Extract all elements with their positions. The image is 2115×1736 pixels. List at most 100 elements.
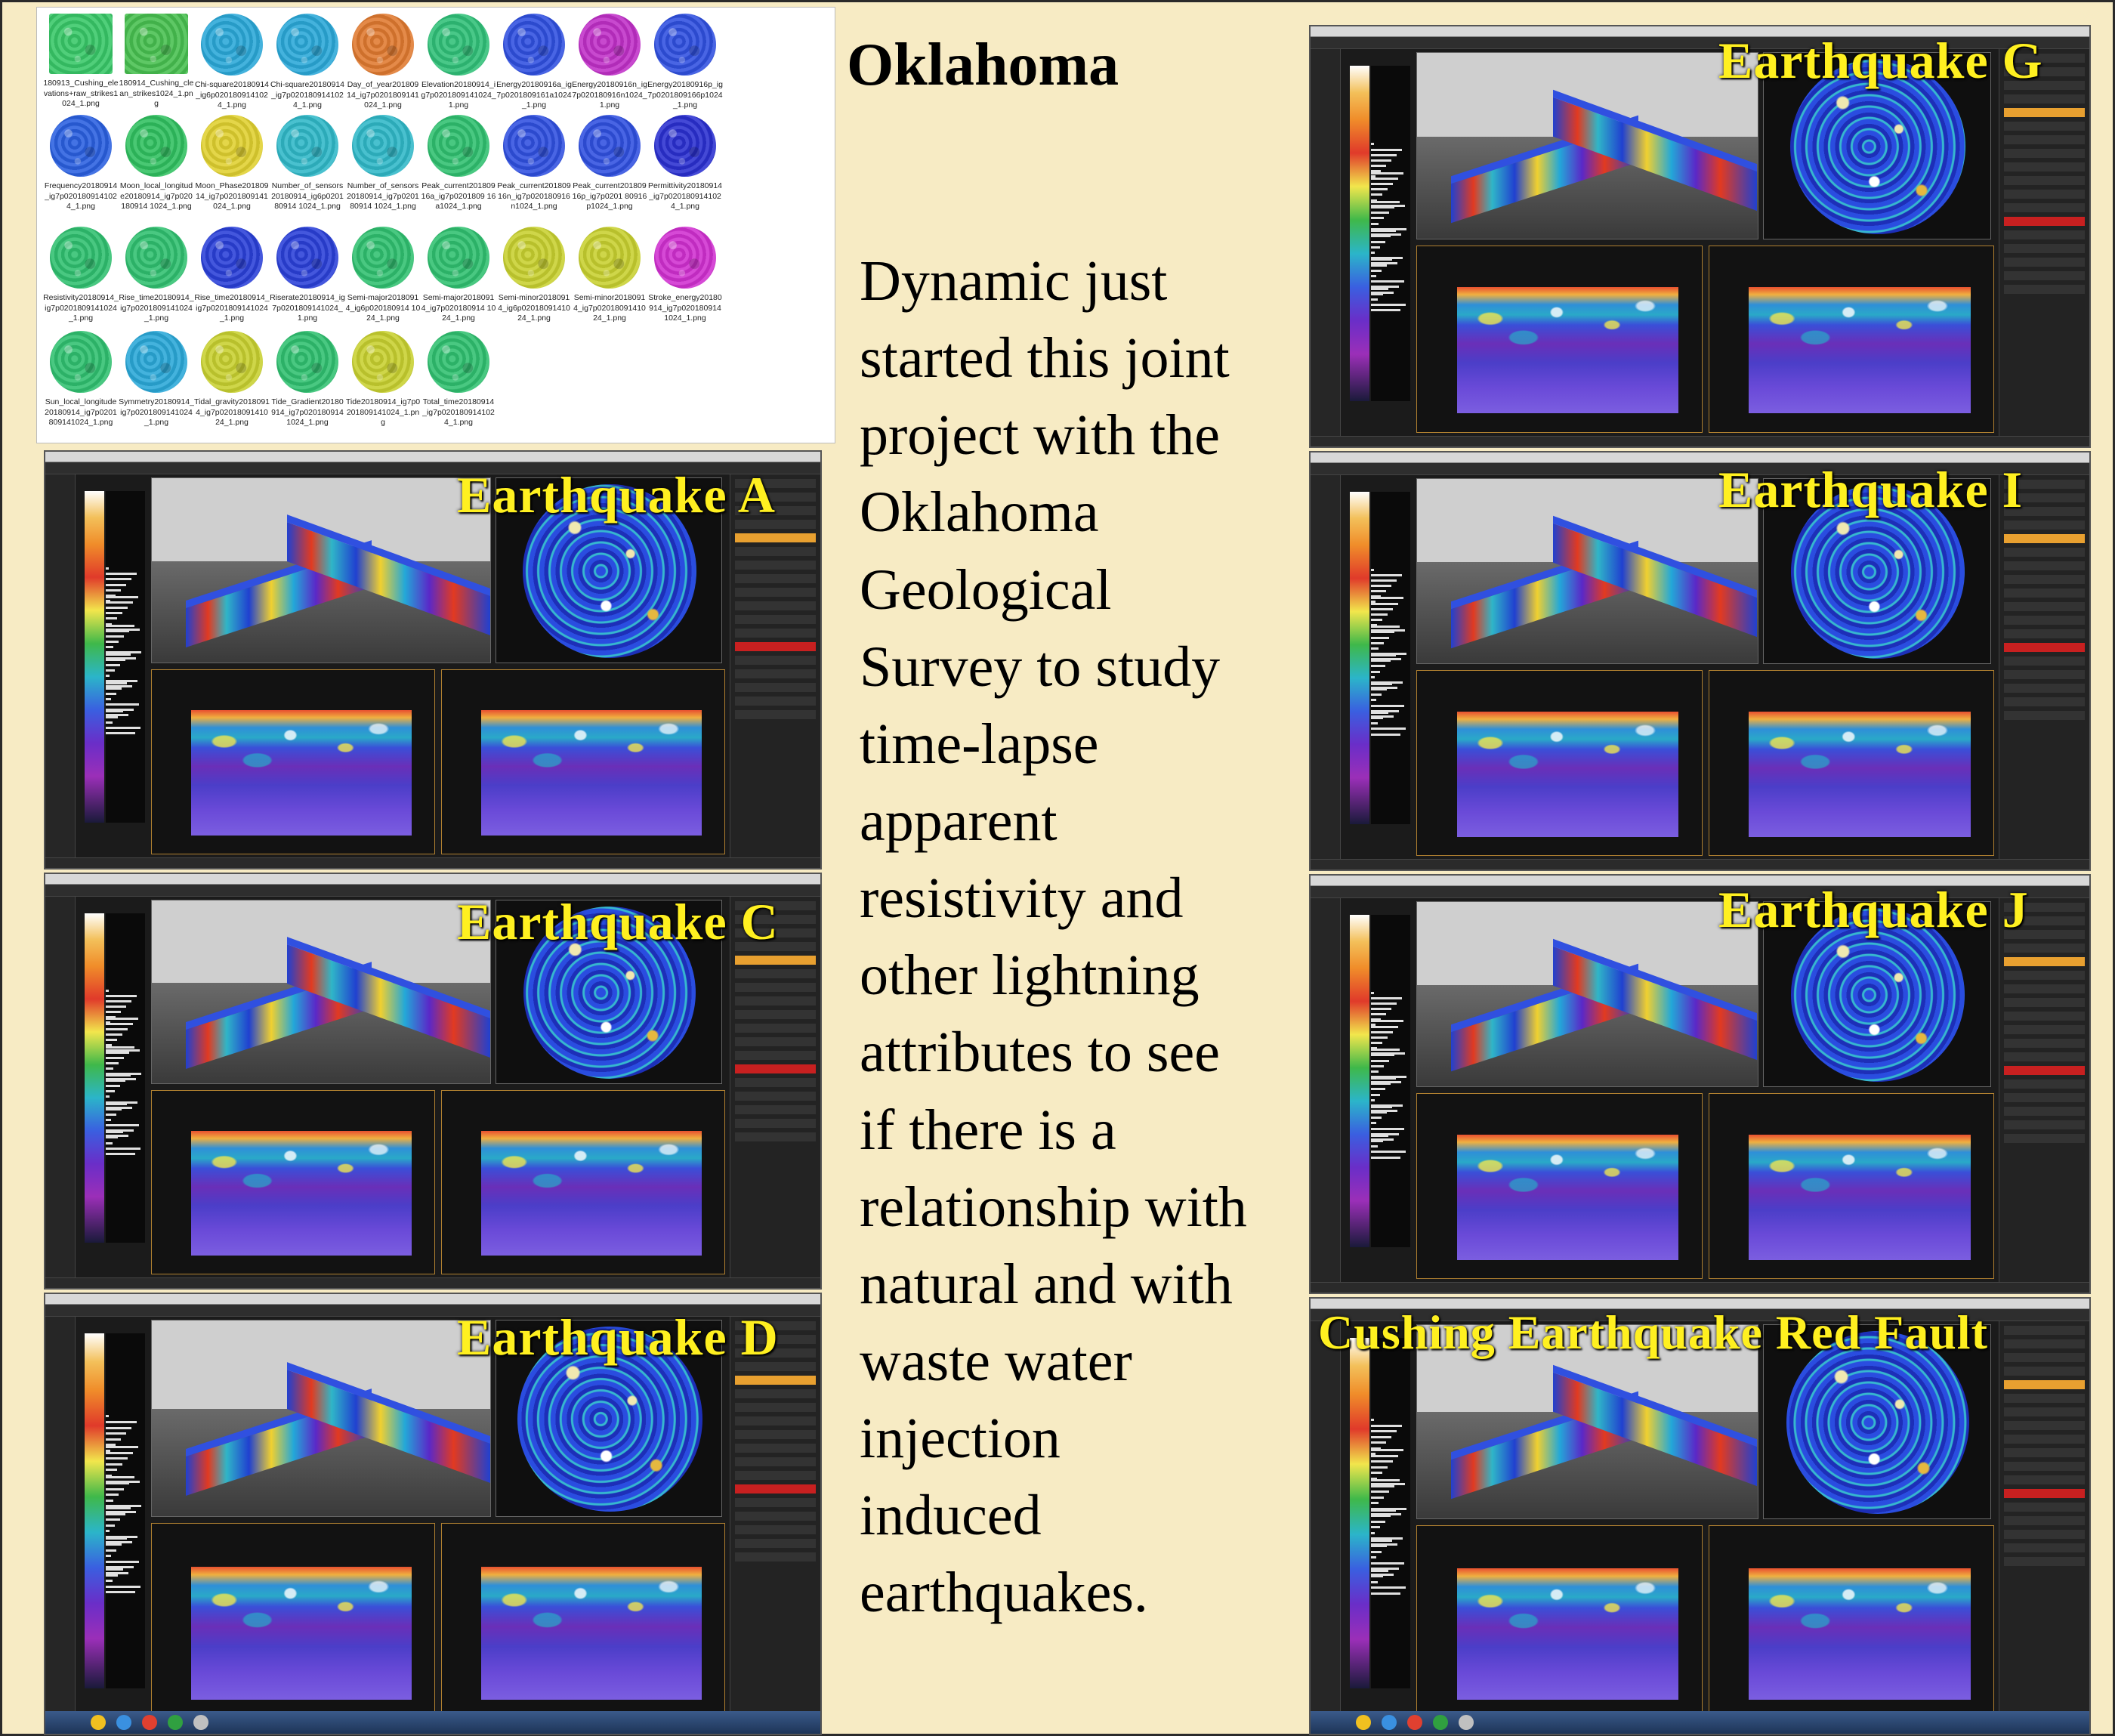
- property-row[interactable]: [2004, 1066, 2085, 1075]
- property-row[interactable]: [735, 533, 816, 542]
- property-row[interactable]: [735, 1389, 816, 1398]
- file-thumbnail[interactable]: Rise_time20180914_ig7p0201809141024_1.pn…: [119, 227, 194, 324]
- property-row[interactable]: [735, 1539, 816, 1548]
- property-row[interactable]: [2004, 1012, 2085, 1021]
- file-thumbnail[interactable]: Moon_local_longitude20180914_ig7p0201809…: [119, 115, 194, 212]
- property-row[interactable]: [2004, 258, 2085, 267]
- property-row[interactable]: [2004, 1039, 2085, 1048]
- property-row[interactable]: [735, 1010, 816, 1019]
- property-row[interactable]: [2004, 534, 2085, 543]
- property-row[interactable]: [735, 1457, 816, 1466]
- file-thumbnail[interactable]: Energy20180916a_ig7p0201809161a1024_1.pn…: [496, 14, 572, 111]
- property-row[interactable]: [2004, 711, 2085, 720]
- property-row[interactable]: [2004, 561, 2085, 570]
- property-row[interactable]: [2004, 957, 2085, 966]
- property-row[interactable]: [735, 656, 816, 665]
- file-thumbnail[interactable]: Day_of_year20180914_ig7p0201809141024_1.…: [345, 14, 421, 111]
- property-row[interactable]: [735, 1416, 816, 1426]
- file-thumbnail[interactable]: Peak_current20180916n_ig7p020180916n1024…: [496, 115, 572, 212]
- file-thumbnail[interactable]: Tidal_gravity20180914_ig7p0201809141024_…: [194, 331, 270, 428]
- property-row[interactable]: [2004, 616, 2085, 625]
- property-row[interactable]: [735, 629, 816, 638]
- file-thumbnail[interactable]: Elevation20180914_ig7p0201809141024_1.pn…: [421, 14, 496, 111]
- property-row[interactable]: [735, 1498, 816, 1507]
- property-row[interactable]: [735, 901, 816, 910]
- property-row[interactable]: [735, 1430, 816, 1439]
- property-row[interactable]: [2004, 271, 2085, 280]
- property-row[interactable]: [735, 1376, 816, 1385]
- property-row[interactable]: [735, 683, 816, 692]
- property-row[interactable]: [2004, 1025, 2085, 1034]
- file-thumbnail[interactable]: Chi-square20180914_ig6p0201809141024_1.p…: [194, 14, 270, 111]
- property-row[interactable]: [735, 942, 816, 951]
- property-row[interactable]: [2004, 1380, 2085, 1389]
- property-row[interactable]: [2004, 493, 2085, 502]
- property-row[interactable]: [2004, 1435, 2085, 1444]
- property-row[interactable]: [2004, 149, 2085, 158]
- property-row[interactable]: [735, 1105, 816, 1114]
- property-row[interactable]: [735, 493, 816, 502]
- property-row[interactable]: [2004, 162, 2085, 171]
- property-row[interactable]: [2004, 1052, 2085, 1061]
- file-thumbnail[interactable]: Semi-major20180914_ig6p020180914 1024_1.…: [345, 227, 421, 324]
- file-thumbnail[interactable]: Permittivity20180914_ig7p0201809141024_1…: [647, 115, 723, 212]
- property-row[interactable]: [2004, 629, 2085, 638]
- property-row[interactable]: [2004, 1462, 2085, 1471]
- property-row[interactable]: [2004, 1489, 2085, 1498]
- file-thumbnail[interactable]: Peak_current20180916p_ig7p0201 80916p102…: [572, 115, 647, 212]
- property-row[interactable]: [735, 983, 816, 992]
- property-row[interactable]: [735, 1078, 816, 1087]
- file-thumbnail[interactable]: Semi-major20180914_ig7p020180914 1024_1.…: [421, 227, 496, 324]
- property-row[interactable]: [2004, 684, 2085, 693]
- property-row[interactable]: [735, 1484, 816, 1494]
- property-row[interactable]: [2004, 203, 2085, 212]
- file-thumbnail[interactable]: Chi-square20180914_ig7p0201809141024_1.p…: [270, 14, 345, 111]
- property-row[interactable]: [2004, 670, 2085, 679]
- property-row[interactable]: [2004, 94, 2085, 103]
- property-row[interactable]: [735, 1444, 816, 1453]
- file-thumbnail[interactable]: Frequency20180914_ig7p0201809141024_1.pn…: [43, 115, 119, 212]
- property-row[interactable]: [2004, 984, 2085, 993]
- property-row[interactable]: [2004, 1516, 2085, 1525]
- property-row[interactable]: [735, 1552, 816, 1561]
- property-row[interactable]: [2004, 602, 2085, 611]
- property-row[interactable]: [2004, 1107, 2085, 1116]
- file-thumbnail[interactable]: Tide20180914_ig7p0201809141024_1.png: [345, 331, 421, 428]
- file-thumbnail[interactable]: Rise_time20180914_ig7p0201809141024_1.pn…: [194, 227, 270, 324]
- property-row[interactable]: [2004, 122, 2085, 131]
- property-row[interactable]: [2004, 575, 2085, 584]
- property-row[interactable]: [735, 1403, 816, 1412]
- property-row[interactable]: [735, 1335, 816, 1344]
- property-row[interactable]: [2004, 1353, 2085, 1362]
- file-thumbnail[interactable]: Energy20180916p_ig7p0201809166p1024_1.pn…: [647, 14, 723, 111]
- property-row[interactable]: [735, 1092, 816, 1101]
- property-row[interactable]: [735, 601, 816, 610]
- property-row[interactable]: [2004, 1503, 2085, 1512]
- property-row[interactable]: [2004, 1394, 2085, 1403]
- property-row[interactable]: [735, 1064, 816, 1073]
- property-row[interactable]: [735, 506, 816, 515]
- property-row[interactable]: [735, 669, 816, 678]
- property-row[interactable]: [2004, 67, 2085, 76]
- property-row[interactable]: [735, 1471, 816, 1480]
- file-thumbnail[interactable]: Number_of_sensors20180914_ig6p020180914 …: [270, 115, 345, 212]
- property-row[interactable]: [2004, 230, 2085, 239]
- file-thumbnail[interactable]: Semi-minor20180914_ig6p0201809141024_1.p…: [496, 227, 572, 324]
- property-row[interactable]: [2004, 480, 2085, 489]
- property-row[interactable]: [2004, 1080, 2085, 1089]
- property-row[interactable]: [735, 574, 816, 583]
- property-row[interactable]: [735, 996, 816, 1005]
- property-row[interactable]: [735, 1051, 816, 1060]
- file-thumbnail[interactable]: Energy20180916n_ig7p020180916n1024_1.png: [572, 14, 647, 111]
- property-row[interactable]: [2004, 1093, 2085, 1102]
- property-row[interactable]: [2004, 903, 2085, 912]
- property-row[interactable]: [735, 1321, 816, 1330]
- property-row[interactable]: [2004, 1448, 2085, 1457]
- file-thumbnail[interactable]: Stroke_energy20180914_ig7p0201809141024_…: [647, 227, 723, 324]
- property-row[interactable]: [2004, 588, 2085, 598]
- property-row[interactable]: [2004, 548, 2085, 557]
- property-row[interactable]: [2004, 520, 2085, 530]
- property-row[interactable]: [735, 915, 816, 924]
- file-thumbnail[interactable]: Number_of_sensors20180914_ig7p020180914 …: [345, 115, 421, 212]
- property-row[interactable]: [2004, 285, 2085, 294]
